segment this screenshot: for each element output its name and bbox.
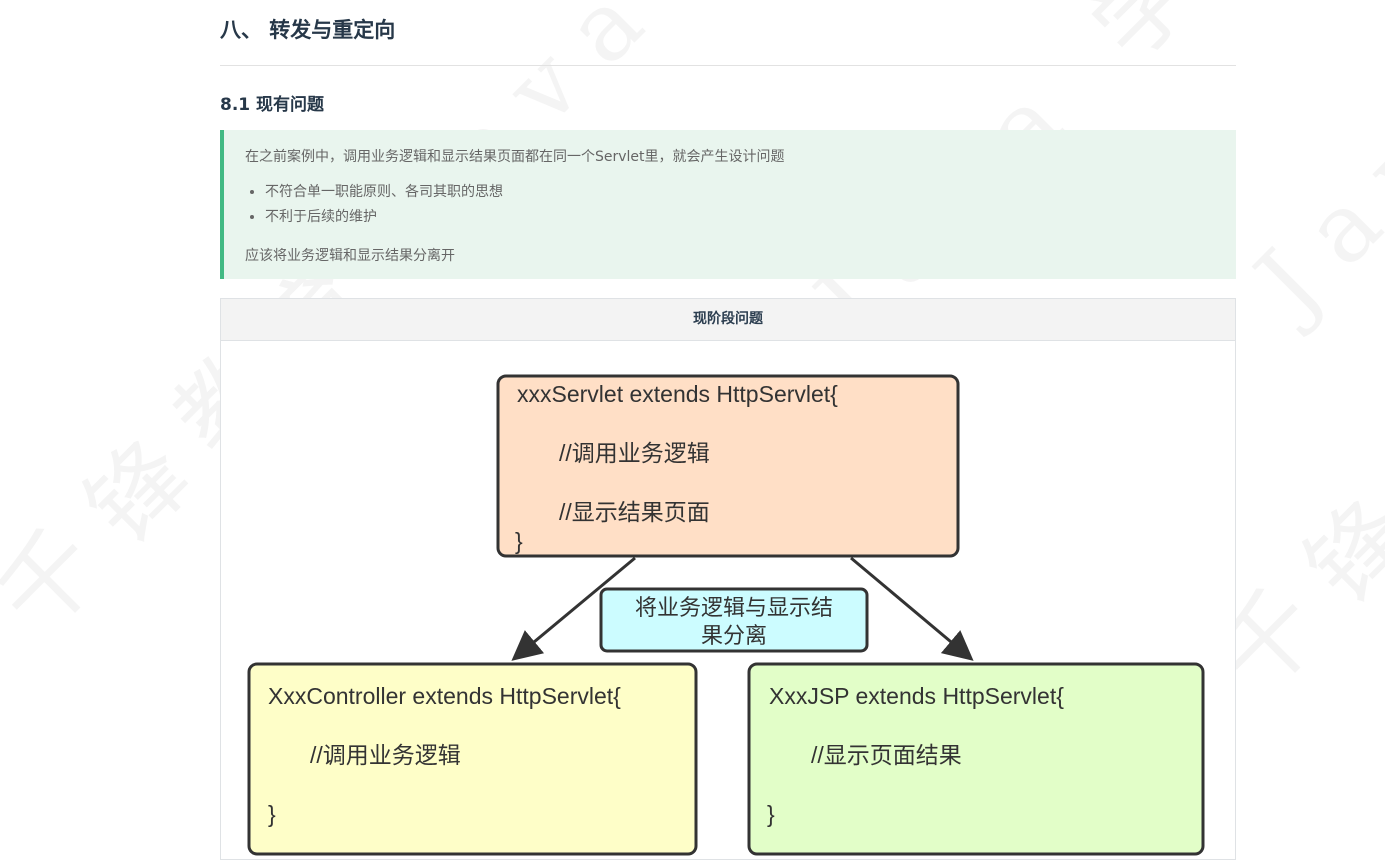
servlet-box-line4: }	[515, 528, 523, 554]
jsp-box-line3: }	[767, 801, 775, 827]
tip-block: 在之前案例中，调用业务逻辑和显示结果页面都在同一个Servlet里，就会产生设计…	[220, 130, 1236, 279]
separate-label-box: 将业务逻辑与显示结 果分离	[599, 587, 869, 653]
subsection-heading: 8.1 现有问题	[220, 95, 325, 115]
arrow-to-controller	[511, 556, 636, 661]
controller-box-line3: }	[268, 801, 276, 827]
heading-divider	[220, 65, 1236, 66]
jsp-box: XxxJSP extends HttpServlet{ //显示页面结果 }	[747, 662, 1205, 856]
jsp-box-line2: //显示页面结果	[811, 742, 962, 768]
controller-box-line1: XxxController extends HttpServlet{	[268, 683, 621, 709]
separate-label-frame	[599, 587, 869, 653]
jsp-box-line1: XxxJSP extends HttpServlet{	[769, 683, 1064, 709]
servlet-box: xxxServlet extends HttpServlet{ //调用业务逻辑…	[496, 374, 960, 558]
separate-label-line2: 果分离	[701, 623, 767, 648]
tip-list: 不符合单一职能原则、各司其职的思想 不利于后续的维护	[245, 182, 503, 232]
servlet-box-line1: xxxServlet extends HttpServlet{	[517, 381, 838, 407]
controller-box: XxxController extends HttpServlet{ //调用业…	[247, 662, 698, 856]
arrow-to-jsp	[850, 556, 974, 661]
tip-conclusion: 应该将业务逻辑和显示结果分离开	[245, 248, 455, 264]
figure-caption: 现阶段问题	[221, 299, 1235, 341]
controller-box-line2: //调用业务逻辑	[310, 742, 461, 768]
architecture-diagram: xxxServlet extends HttpServlet{ //调用业务逻辑…	[247, 374, 1205, 856]
servlet-box-line3: //显示结果页面	[559, 499, 710, 525]
list-item: 不符合单一职能原则、各司其职的思想	[265, 182, 503, 207]
servlet-box-frame	[496, 374, 960, 558]
servlet-box-line2: //调用业务逻辑	[559, 440, 710, 466]
tip-intro: 在之前案例中，调用业务逻辑和显示结果页面都在同一个Servlet里，就会产生设计…	[245, 149, 785, 165]
figure-table: 现阶段问题 xxxServlet extends HttpServlet{ //…	[220, 298, 1236, 860]
separate-label-line1: 将业务逻辑与显示结	[635, 595, 833, 620]
section-heading: 八、 转发与重定向	[220, 18, 396, 42]
list-item: 不利于后续的维护	[265, 207, 503, 232]
